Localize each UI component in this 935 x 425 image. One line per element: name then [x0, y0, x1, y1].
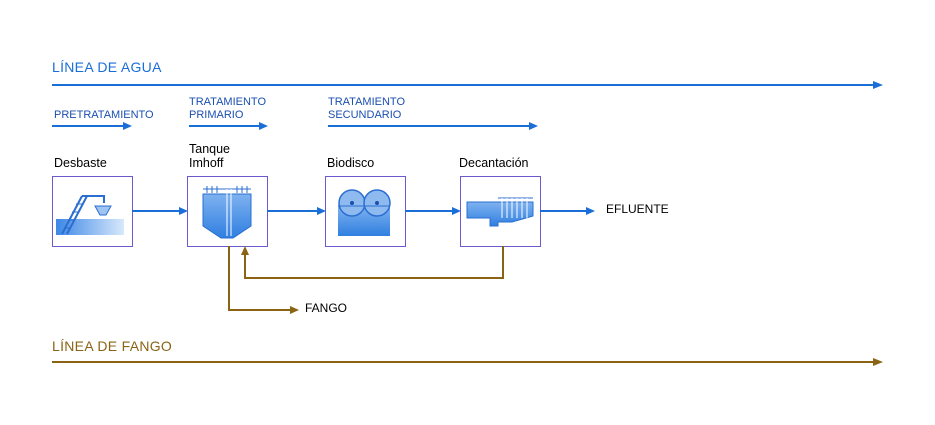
flow-arrow-3 [405, 207, 461, 215]
sludge-line-title: LÍNEA DE FANGO [52, 338, 173, 354]
sludge-output-arrow [228, 246, 299, 314]
stage-primary: TRATAMIENTO PRIMARIO [189, 96, 266, 121]
imhoff-tank-icon [202, 186, 252, 239]
sludge-return-arrow [241, 246, 504, 279]
screening-icon [56, 195, 124, 235]
clarifier-icon [466, 197, 534, 227]
effluent-arrow [540, 207, 595, 215]
sludge-output-label: FANGO [305, 301, 348, 315]
flow-arrow-1 [132, 207, 188, 215]
stage-arrow-primary [189, 122, 268, 130]
process-label-biodisco: Biodisco [327, 156, 375, 170]
biodisc-icon [338, 189, 391, 236]
stage-arrow-secondary [328, 122, 538, 130]
process-label-imhoff: Tanque Imhoff [189, 142, 231, 171]
sludge-line-arrow [52, 358, 883, 366]
stage-pretreatment: PRETRATAMIENTO [54, 109, 154, 121]
water-line-title: LÍNEA DE AGUA [52, 59, 162, 75]
water-line-arrow [52, 81, 883, 89]
stage-secondary: TRATAMIENTO SECUNDARIO [328, 96, 405, 121]
stage-arrow-pretreatment [52, 122, 132, 130]
process-label-decantacion: Decantación [459, 156, 529, 170]
process-label-desbaste: Desbaste [54, 156, 107, 170]
flow-arrow-2 [267, 207, 326, 215]
effluent-label: EFLUENTE [606, 202, 669, 216]
